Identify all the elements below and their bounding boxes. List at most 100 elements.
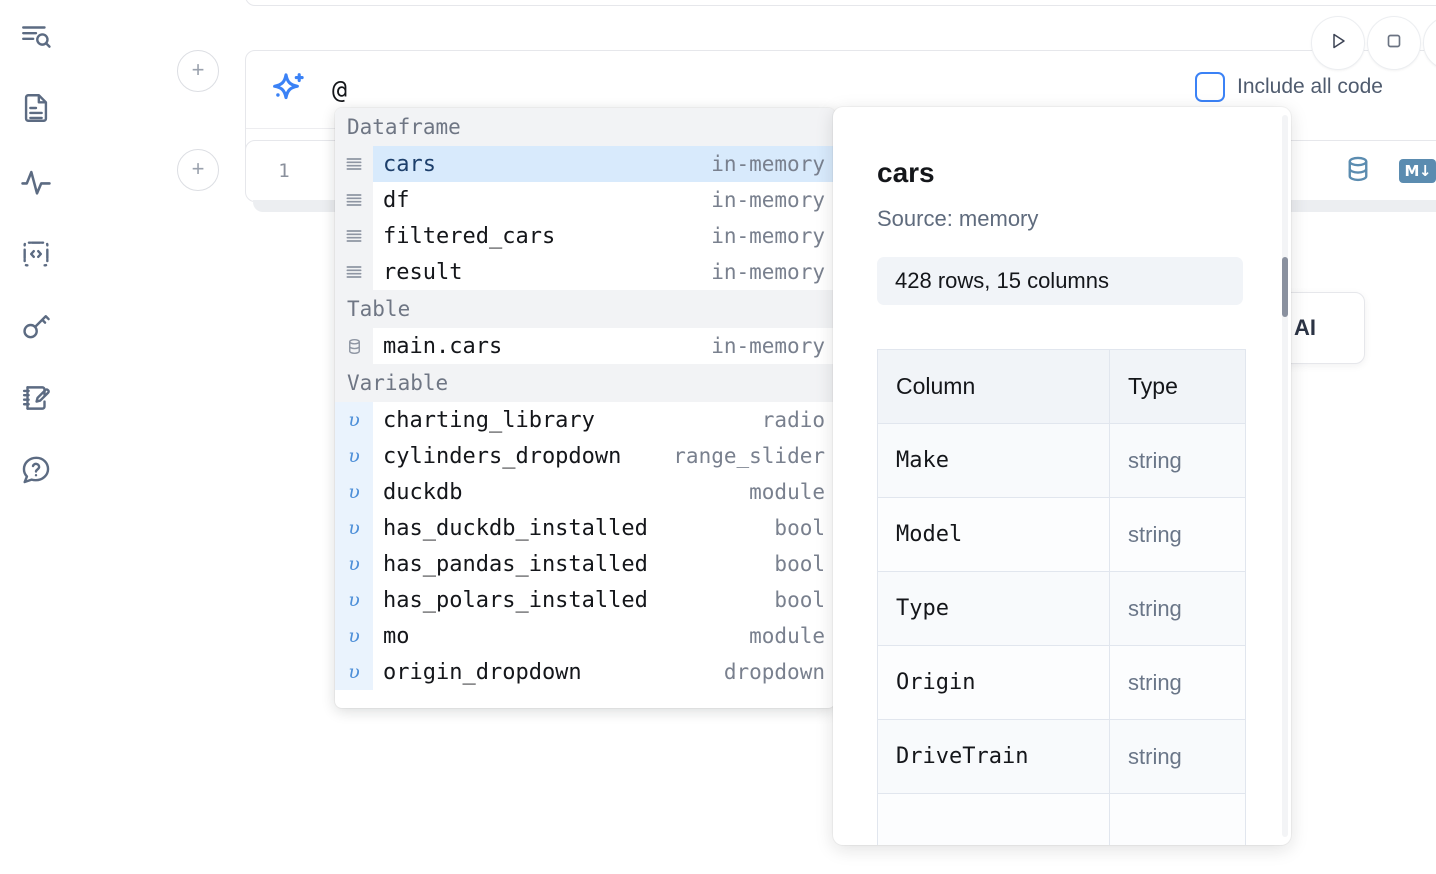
autocomplete-item-type: in-memory bbox=[711, 224, 825, 248]
dataframe-rows-icon bbox=[335, 254, 373, 290]
detail-scrollbar-thumb[interactable] bbox=[1282, 257, 1288, 317]
sidebar-item-secrets[interactable] bbox=[14, 304, 58, 348]
add-cell-below-button[interactable]: + bbox=[177, 149, 219, 191]
autocomplete-item[interactable]: main.cars in-memory bbox=[335, 328, 835, 364]
help-chat-icon bbox=[19, 453, 53, 487]
sidebar-item-outline-search[interactable] bbox=[14, 14, 58, 58]
include-all-code-row[interactable]: Include all code bbox=[1195, 72, 1383, 102]
variable-upsilon-icon: υ bbox=[335, 402, 373, 438]
variable-upsilon-icon: υ bbox=[335, 474, 373, 510]
markdown-icon-letter: M bbox=[1404, 162, 1419, 180]
markdown-icon-arrow: ↓ bbox=[1418, 162, 1432, 180]
autocomplete-item-name: origin_dropdown bbox=[383, 659, 582, 685]
autocomplete-item[interactable]: df in-memory bbox=[335, 182, 835, 218]
add-cell-above-button[interactable]: + bbox=[177, 50, 219, 92]
sidebar-rail bbox=[0, 0, 72, 874]
autocomplete-item-name: has_pandas_installed bbox=[383, 551, 648, 577]
code-cell-icons: M↓ bbox=[1343, 141, 1436, 201]
autocomplete-item-type: in-memory bbox=[711, 188, 825, 212]
detail-column-name bbox=[877, 793, 1110, 845]
autocomplete-item[interactable]: υ charting_library radio bbox=[335, 402, 835, 438]
detail-column-name: Model bbox=[877, 497, 1110, 572]
stop-cell-button[interactable] bbox=[1367, 16, 1421, 70]
run-cell-button[interactable] bbox=[1311, 16, 1365, 70]
dataframe-rows-icon bbox=[335, 182, 373, 218]
autocomplete-item-name: has_duckdb_installed bbox=[383, 515, 648, 541]
previous-cell-card-fragment bbox=[245, 0, 1436, 6]
outline-search-icon bbox=[19, 19, 53, 53]
detail-column-type: string bbox=[1109, 719, 1246, 794]
dataframe-rows-icon bbox=[335, 218, 373, 254]
sidebar-item-activity[interactable] bbox=[14, 160, 58, 204]
variable-upsilon-icon: υ bbox=[335, 618, 373, 654]
play-icon bbox=[1326, 29, 1350, 58]
detail-scrollbar-track[interactable] bbox=[1282, 115, 1288, 837]
ai-prompt-text: @ bbox=[332, 75, 348, 104]
key-icon bbox=[19, 309, 53, 343]
autocomplete-item-name: charting_library bbox=[383, 407, 595, 433]
autocomplete-group-header: Dataframe bbox=[335, 108, 835, 146]
autocomplete-item-name: result bbox=[383, 259, 463, 285]
autocomplete-item-type: radio bbox=[761, 408, 825, 432]
autocomplete-item-body: df in-memory bbox=[373, 188, 835, 213]
variable-upsilon-icon: υ bbox=[335, 438, 373, 474]
detail-table-row-clipped bbox=[877, 793, 1246, 845]
autocomplete-group-header: Variable bbox=[335, 364, 835, 402]
sidebar-item-snippets[interactable] bbox=[14, 232, 58, 276]
detail-column-name: DriveTrain bbox=[877, 719, 1110, 794]
markdown-icon[interactable]: M↓ bbox=[1399, 159, 1436, 183]
dataframe-rows-icon bbox=[335, 146, 373, 182]
autocomplete-item-type: in-memory bbox=[711, 152, 825, 176]
detail-header-type: Type bbox=[1109, 349, 1246, 424]
activity-pulse-icon bbox=[19, 165, 53, 199]
sidebar-item-scratchpad[interactable] bbox=[14, 376, 58, 420]
autocomplete-item-type: module bbox=[749, 624, 825, 648]
detail-column-type: string bbox=[1109, 571, 1246, 646]
detail-column-type bbox=[1109, 793, 1246, 845]
code-line-number: 1 bbox=[278, 160, 290, 182]
sidebar-item-help[interactable] bbox=[14, 448, 58, 492]
sidebar-item-file[interactable] bbox=[14, 86, 58, 130]
detail-column-name: Make bbox=[877, 423, 1110, 498]
autocomplete-group-header: Table bbox=[335, 290, 835, 328]
scratchpad-edit-icon bbox=[19, 381, 53, 415]
add-cell-above-label: + bbox=[191, 57, 205, 82]
autocomplete-item-type: in-memory bbox=[711, 334, 825, 358]
add-cell-below-label: + bbox=[191, 156, 205, 181]
autocomplete-item-body: charting_library radio bbox=[373, 408, 835, 433]
autocomplete-item-name: main.cars bbox=[383, 333, 503, 359]
variable-upsilon-icon: υ bbox=[335, 582, 373, 618]
database-icon[interactable] bbox=[1343, 154, 1373, 189]
autocomplete-item-name: mo bbox=[383, 623, 410, 649]
database-icon bbox=[335, 328, 373, 364]
autocomplete-item-name: df bbox=[383, 187, 410, 213]
include-all-code-checkbox[interactable] bbox=[1195, 72, 1225, 102]
variable-upsilon-icon: υ bbox=[335, 510, 373, 546]
autocomplete-item-name: duckdb bbox=[383, 479, 463, 505]
include-all-code-label: Include all code bbox=[1237, 75, 1383, 98]
detail-column-name: Type bbox=[877, 571, 1110, 646]
